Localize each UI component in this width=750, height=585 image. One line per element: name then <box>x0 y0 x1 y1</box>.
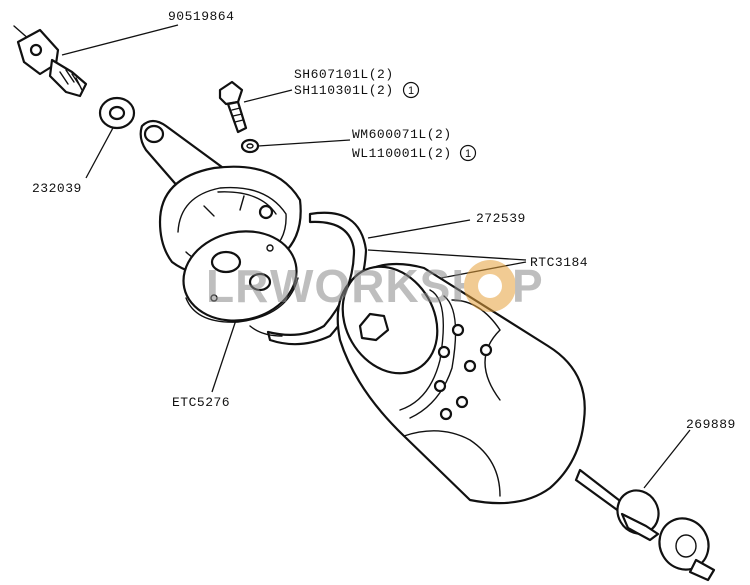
bolt-shank <box>48 58 88 98</box>
mount-cup-bolt-hole <box>258 204 274 220</box>
piston-rod-assembly <box>574 468 716 582</box>
cylinder-knurl-edge-a <box>399 289 445 411</box>
rod-end-nut-bore <box>675 534 697 558</box>
watermark-text-worksh: WORKSH <box>270 260 486 312</box>
leader-kit-a <box>367 249 527 261</box>
leader-screw <box>243 89 293 103</box>
bolt-assembly <box>13 25 88 98</box>
bolt-thread <box>59 69 83 91</box>
plate-edge <box>185 277 299 323</box>
label-washer: 232039 <box>32 181 82 196</box>
label-screw-1: SH607101L(2) <box>294 67 394 82</box>
leader-bolt-top <box>61 24 179 56</box>
label-lockwasher-2: WL110001L(2) <box>352 146 452 161</box>
label-kit: RTC3184 <box>530 255 588 270</box>
footnote-number-1: 1 <box>408 85 414 97</box>
cylinder-step-line <box>451 299 501 401</box>
part-labels: 90519864 232039 SH607101L(2) SH110301L(2… <box>32 9 736 432</box>
leader-plate <box>211 319 237 393</box>
damper-cylinder <box>336 262 586 505</box>
cylinder-hole-1 <box>451 323 465 337</box>
mount-cup-rim <box>217 191 277 215</box>
watermark-text-p: P <box>512 260 544 312</box>
screw-thread <box>231 107 244 123</box>
valve-plate <box>182 230 299 323</box>
watermark-gear-hub <box>478 274 502 298</box>
leader-rod-bush <box>643 429 691 489</box>
watermark: LR WORKSH P <box>206 260 544 312</box>
label-lockwasher-1: WM600071L(2) <box>352 127 452 142</box>
label-seal-ring: 272539 <box>476 211 526 226</box>
cylinder-hole-2 <box>479 343 493 357</box>
cylinder-knurl-edge-b <box>409 295 457 419</box>
screw-part <box>218 80 248 134</box>
footnote-circle-1 <box>402 81 420 99</box>
leader-washer <box>85 125 115 179</box>
cylinder-hole-4 <box>437 345 451 359</box>
lockwasher-hole <box>246 143 254 149</box>
lockwasher-part <box>240 138 260 154</box>
plate-face <box>182 230 298 322</box>
screw-head <box>218 80 244 106</box>
seal-ring-tip <box>249 325 283 337</box>
washer-part <box>98 96 136 130</box>
plate-pin-b <box>210 294 218 302</box>
leader-seal-ring <box>367 219 471 239</box>
cylinder-hole-3 <box>463 359 477 373</box>
rod-spacer <box>620 512 660 542</box>
label-bolt-top: 90519864 <box>168 9 234 24</box>
screw-shank <box>226 100 248 134</box>
plate-port-large <box>210 250 242 274</box>
label-screw-2: SH110301L(2) <box>294 83 394 98</box>
footnote-circle-2 <box>459 144 477 162</box>
washer-hole <box>108 105 126 121</box>
cylinder-hex-port <box>358 312 390 342</box>
footnote-number-2: 1 <box>465 148 471 160</box>
lockwasher-ring <box>240 138 260 154</box>
mount-cup-ribs <box>203 195 245 217</box>
cylinder-hole-5 <box>455 395 469 409</box>
upper-mount <box>139 119 302 277</box>
watermark-text-lr: LR <box>206 260 269 312</box>
cylinder-end-face <box>341 265 439 375</box>
plate-pin-a <box>266 244 274 252</box>
cylinder-hole-6 <box>433 379 447 393</box>
leader-lines <box>61 24 691 489</box>
cylinder-lower-seam <box>403 430 501 497</box>
mount-arm-hole <box>143 124 165 144</box>
label-plate: ETC5276 <box>172 395 230 410</box>
piston-rod <box>574 468 626 514</box>
bolt-head-hole <box>29 43 43 57</box>
rod-end-stud <box>688 558 716 582</box>
plate-port-small <box>248 272 272 292</box>
label-rod-bush: 269889 <box>686 417 736 432</box>
leader-lockwasher <box>257 139 351 147</box>
cylinder-hole-7 <box>439 407 453 421</box>
